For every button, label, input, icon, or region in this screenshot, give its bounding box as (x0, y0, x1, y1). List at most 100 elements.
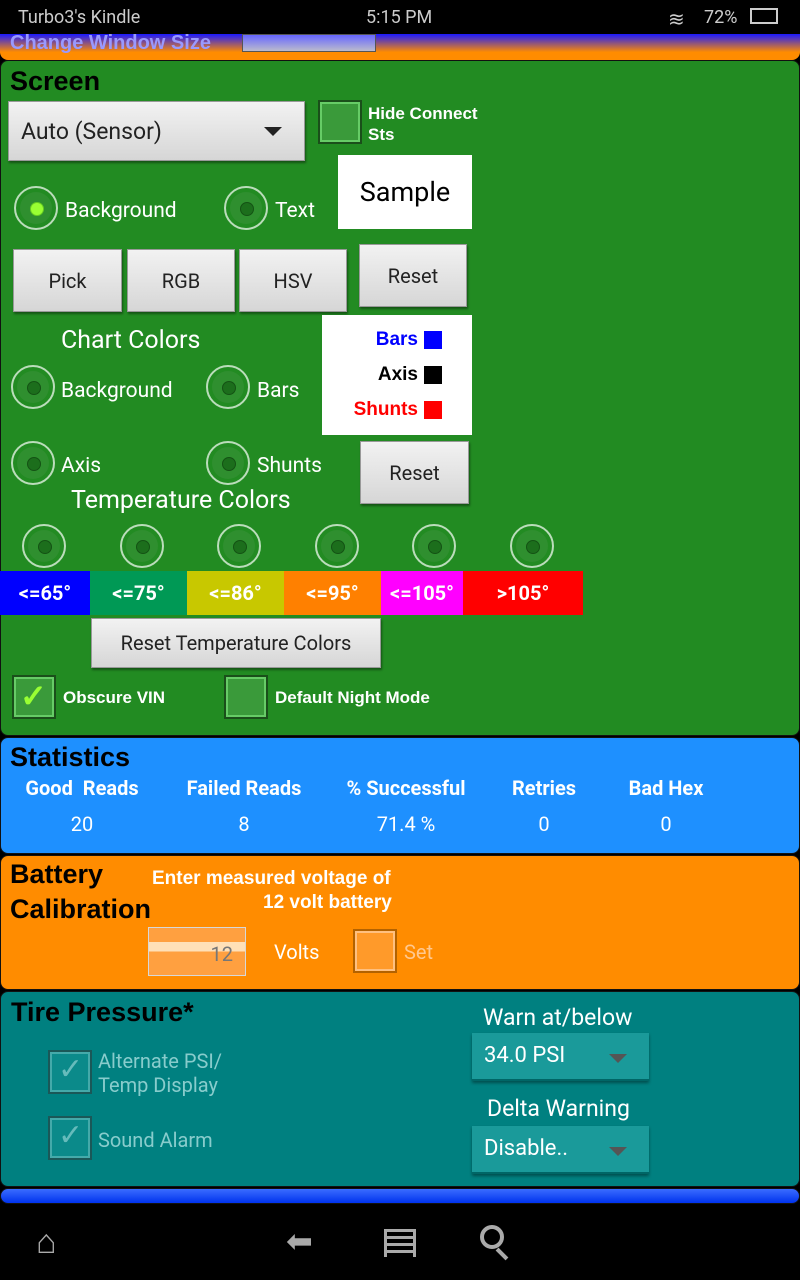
stat-value: 8 (238, 812, 250, 836)
temp-color-swatch: <=95° (284, 571, 381, 615)
temperature-colors-title: Temperature Colors (71, 486, 291, 515)
dropdown-value: Disable.. (484, 1136, 569, 1161)
legend-item: Bars (376, 329, 442, 351)
voltage-prompt-line2: 12 volt battery (263, 892, 392, 913)
stat-header: Good Reads (25, 776, 139, 800)
delta-label: Delta Warning (487, 1095, 630, 1122)
stat-header: Failed Reads (186, 776, 302, 800)
temp-color-swatch: <=75° (90, 571, 187, 615)
chart-radio-bars[interactable] (206, 365, 250, 409)
temp-color-radio[interactable] (314, 524, 359, 568)
temp-color-radio[interactable] (217, 524, 261, 568)
stat-value: 0 (660, 812, 672, 836)
night-mode-label: Default Night Mode (275, 688, 430, 707)
chart-radio-background[interactable] (11, 365, 55, 409)
volts-label: Volts (274, 940, 320, 964)
legend-label: Shunts (353, 399, 418, 420)
sound-alarm-checkbox[interactable] (48, 1116, 92, 1160)
warn-label: Warn at/below (483, 1004, 633, 1031)
section-title: Screen (10, 66, 101, 96)
dropdown-value: Auto (Sensor) (21, 117, 162, 145)
pick-button[interactable]: Pick (13, 249, 122, 312)
change-window-size-strip: Change Window Size (0, 32, 800, 60)
radio-text-label: Text (275, 199, 315, 223)
chevron-down-icon (264, 127, 282, 145)
voltage-input[interactable]: 12 (148, 927, 246, 976)
temp-color-radio[interactable] (22, 524, 66, 568)
radio-background[interactable] (14, 186, 58, 230)
change-window-size-label: Change Window Size (10, 32, 211, 54)
search-icon-handle (495, 1247, 509, 1261)
stat-header: Retries (511, 776, 577, 800)
chart-colors-title: Chart Colors (61, 326, 201, 355)
chart-radio-shunts[interactable] (206, 441, 250, 485)
alt-line2: Temp Display (98, 1073, 218, 1097)
device-name: Turbo3's Kindle (18, 7, 141, 28)
voltage-prompt: Enter measured voltage of (152, 868, 391, 889)
back-icon[interactable]: ⬅ (286, 1222, 313, 1260)
display-mode-dropdown[interactable]: Auto (Sensor) (8, 101, 305, 161)
chart-reset-button[interactable]: Reset (360, 441, 469, 504)
section-title-line2: Calibration (10, 894, 152, 924)
search-icon[interactable] (480, 1225, 504, 1249)
sound-alarm-label: Sound Alarm (98, 1128, 213, 1152)
delta-warning-dropdown[interactable]: Disable.. (472, 1126, 649, 1174)
legend-label: Axis (377, 364, 418, 385)
legend-label: Bars (375, 329, 418, 350)
chart-radio-label: Background (61, 379, 173, 403)
hide-connect-checkbox[interactable] (318, 100, 362, 144)
reset-temperature-colors-button[interactable]: Reset Temperature Colors (91, 618, 381, 668)
stat-value: 71.4 % (376, 812, 436, 836)
temp-color-radio[interactable] (119, 524, 164, 568)
temp-color-radio[interactable] (509, 524, 554, 568)
tire-pressure-section: Tire Pressure* Alternate PSI/Temp Displa… (0, 991, 800, 1187)
set-checkbox[interactable] (353, 929, 397, 973)
alternate-display-label: Alternate PSI/Temp Display (98, 1049, 222, 1097)
menu-icon[interactable] (384, 1229, 416, 1257)
statistics-section: Statistics (0, 737, 800, 854)
sample-preview: Sample (338, 155, 472, 229)
dropdown-value: 34.0 PSI (484, 1043, 566, 1068)
warn-threshold-dropdown[interactable]: 34.0 PSI (472, 1033, 649, 1081)
temp-color-swatch: <=65° (0, 571, 90, 615)
hsv-button[interactable]: HSV (239, 249, 347, 312)
chart-radio-label: Axis (61, 454, 102, 478)
stat-header: Bad Hex (628, 776, 704, 800)
battery-percent: 72% (704, 7, 738, 28)
home-icon[interactable]: ⌂ (36, 1222, 57, 1262)
legend-swatch (424, 366, 442, 384)
chart-radio-label: Bars (257, 379, 300, 403)
obscure-vin-checkbox[interactable] (12, 675, 56, 719)
section-title: Statistics (10, 742, 131, 772)
battery-calibration-section: Battery Calibration Enter measured volta… (0, 855, 800, 990)
temp-color-swatch: >105° (463, 571, 583, 615)
status-bar: Turbo3's Kindle 5:15 PM ≋ 72% (0, 0, 800, 34)
stat-header: % Successful (346, 776, 466, 800)
legend-swatch (424, 401, 442, 419)
legend-swatch (424, 331, 442, 349)
wifi-icon: ≋ (668, 7, 685, 31)
chart-radio-label: Shunts (257, 454, 322, 478)
legend-item: Axis (378, 364, 442, 386)
window-size-button[interactable] (242, 34, 376, 52)
screen-section: Screen Auto (Sensor) Hide Connect Sts Ba… (0, 60, 800, 736)
night-mode-checkbox[interactable] (224, 675, 268, 719)
obscure-vin-label: Obscure VIN (63, 688, 166, 707)
chart-radio-axis[interactable] (11, 441, 55, 485)
alternate-display-checkbox[interactable] (48, 1050, 92, 1094)
section-title: Battery (10, 859, 104, 889)
temp-color-swatch: <=105° (381, 571, 463, 615)
hide-connect-label: Hide Connect Sts (368, 104, 478, 144)
temp-color-swatch: <=86° (187, 571, 284, 615)
reset-color-button[interactable]: Reset (359, 244, 467, 307)
alt-line1: Alternate PSI/ (98, 1049, 223, 1073)
temp-color-radio[interactable] (412, 524, 456, 568)
section-title: Tire Pressure* (11, 997, 194, 1027)
navigation-bar: ⌂ ⬅ (0, 1204, 800, 1280)
rgb-button[interactable]: RGB (127, 249, 235, 312)
radio-text[interactable] (224, 186, 268, 230)
stat-value: 0 (538, 812, 550, 836)
next-section-edge (0, 1188, 800, 1204)
legend-item: Shunts (354, 399, 442, 421)
